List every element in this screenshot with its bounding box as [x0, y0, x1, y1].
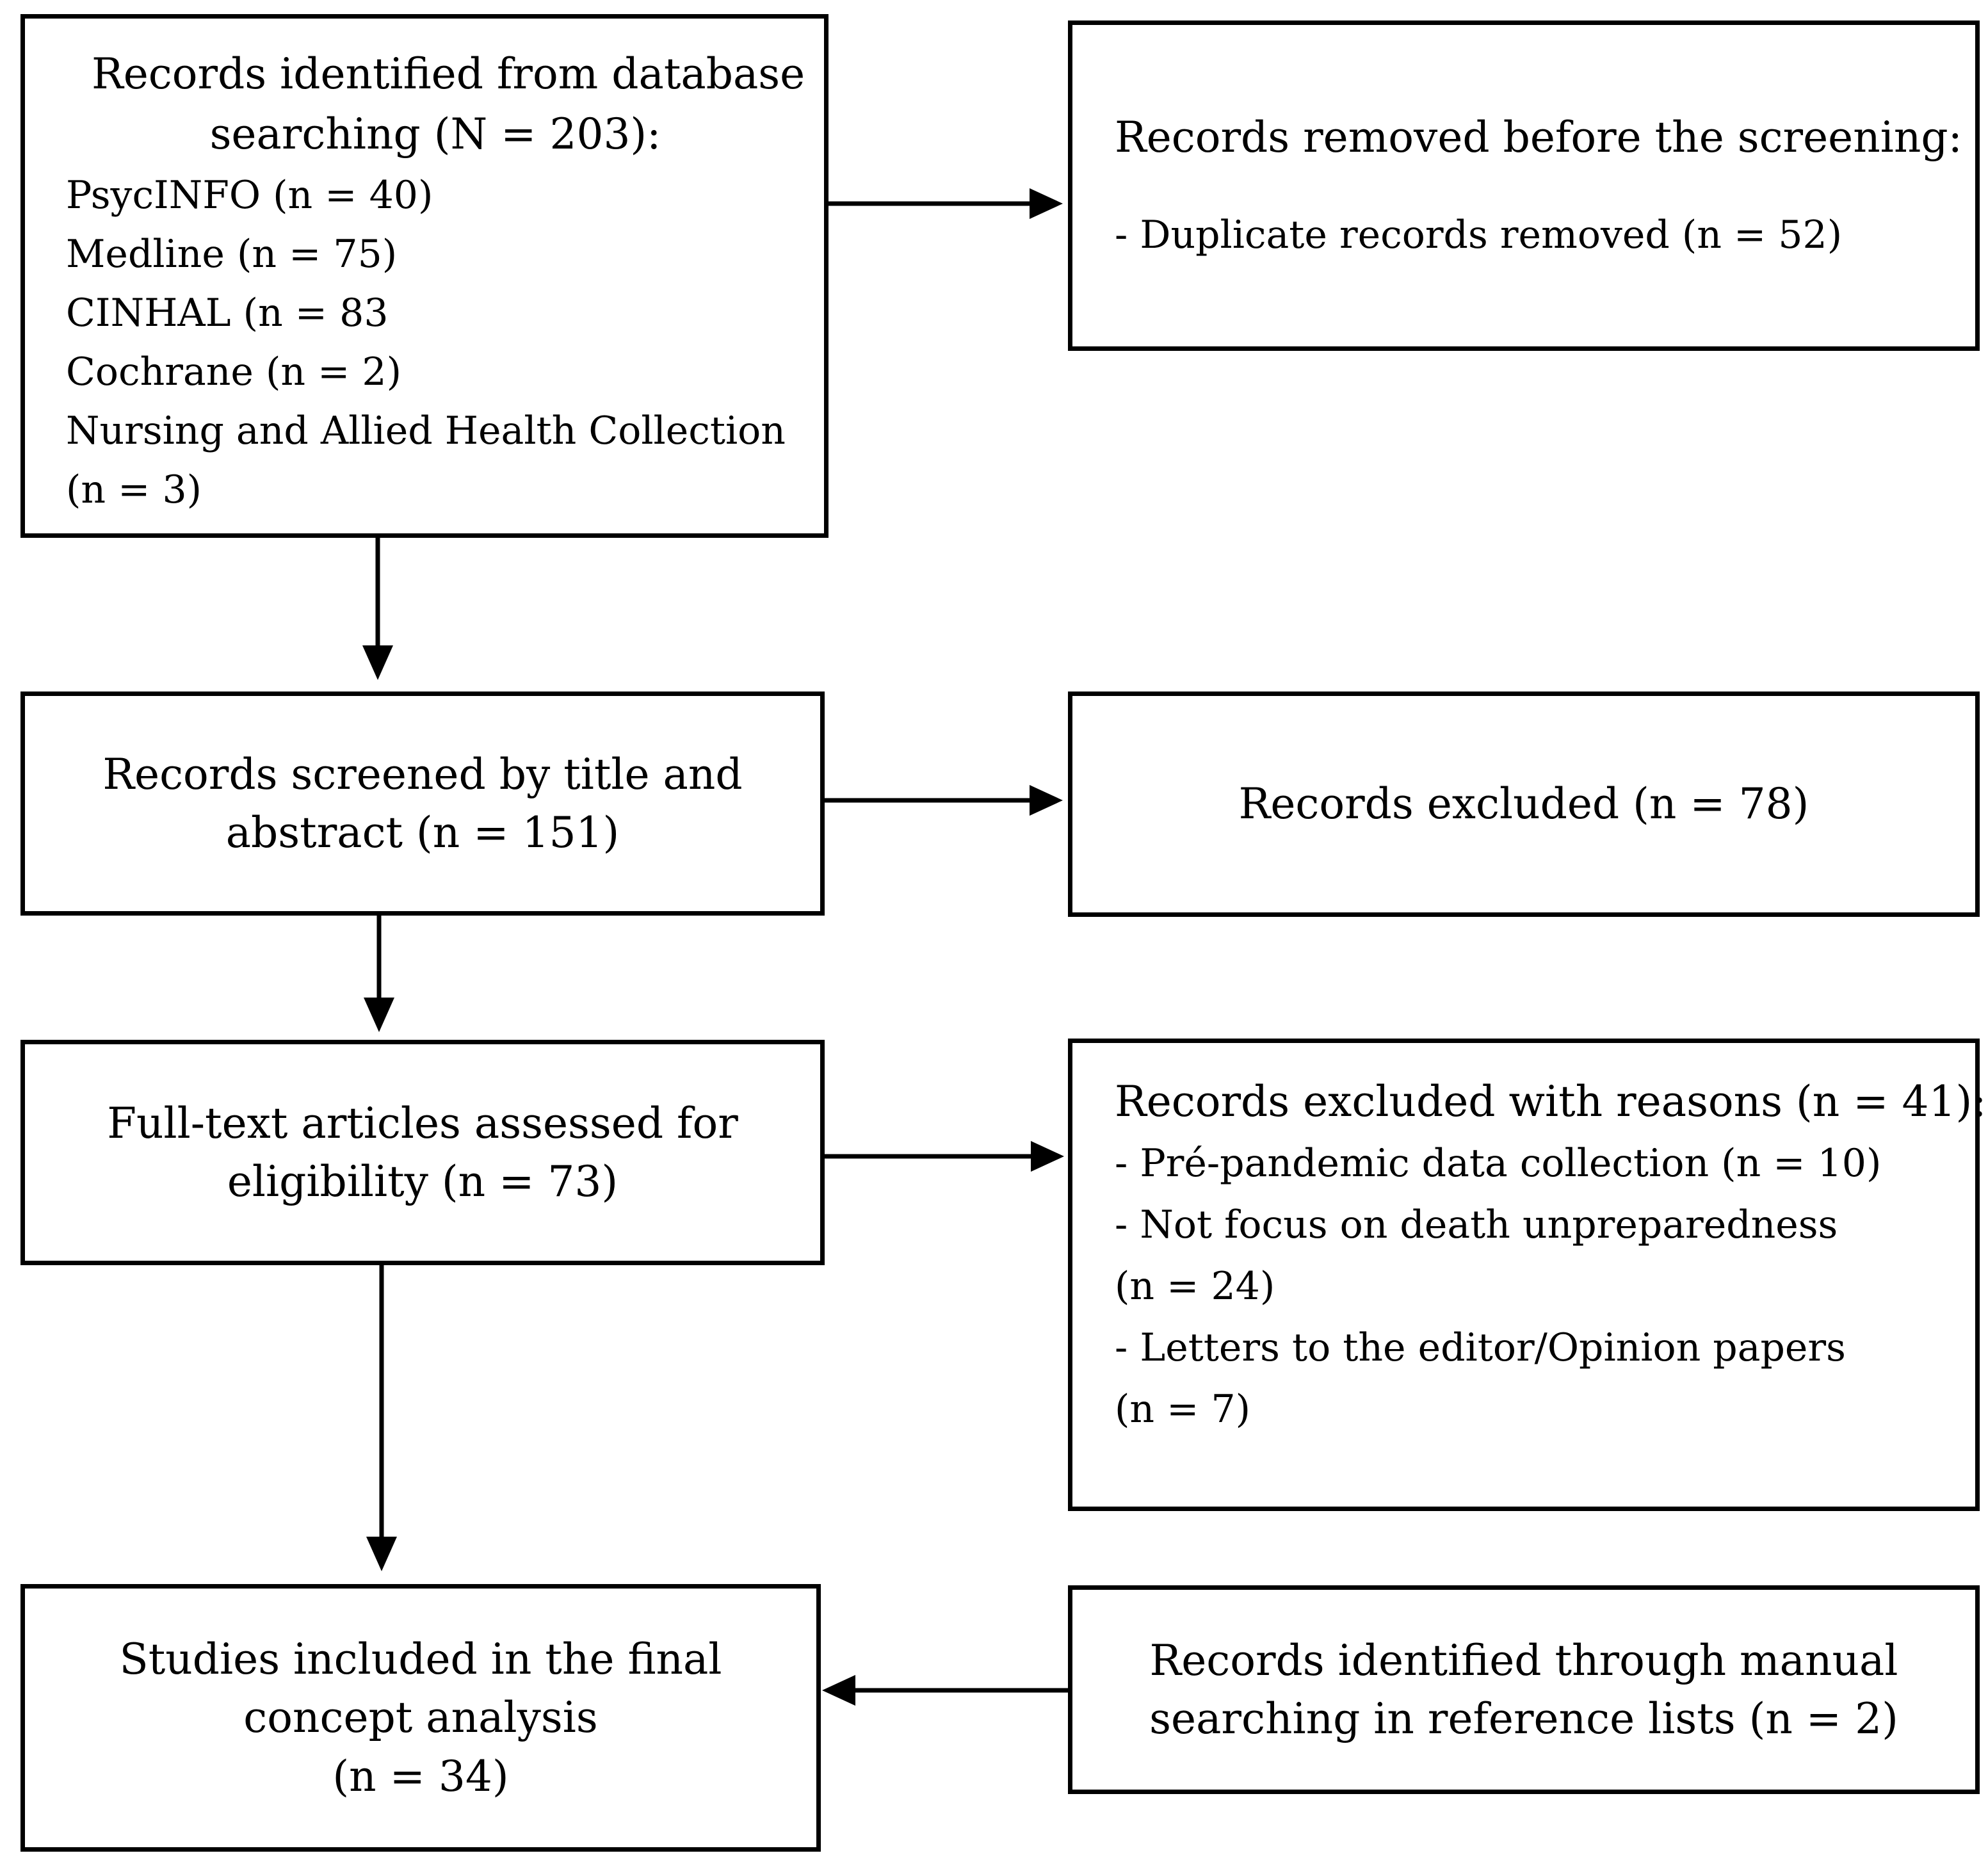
reason-item: - Letters to the editor/Opinion papers [1115, 1325, 1846, 1371]
arrow-fulltext-to-reasons [825, 1141, 1064, 1172]
records-identified-box: Records identified from database searchi… [20, 14, 828, 538]
arrow-screened-to-excluded [825, 785, 1063, 816]
manual-line-2: searching in reference lists (n = 2) [1149, 1694, 1898, 1743]
reason-item: - Not focus on death unpreparedness [1115, 1202, 1838, 1248]
manual-search-box: Records identified through manual search… [1068, 1585, 1980, 1794]
arrow-screened-to-fulltext [364, 916, 394, 1032]
screened-line-2: abstract (n = 151) [225, 808, 620, 857]
database-item: Medline (n = 75) [66, 231, 398, 277]
included-line-1: Studies included in the final [119, 1635, 722, 1685]
records-screened-box: Records screened by title and abstract (… [20, 691, 825, 916]
database-item: CINHAL (n = 83 [66, 290, 389, 336]
studies-included-box: Studies included in the final concept an… [20, 1584, 821, 1852]
arrow-identified-to-removed [828, 188, 1063, 219]
arrow-identified-to-screened [362, 538, 393, 680]
identified-title-line-1: Records identified from database [92, 49, 805, 99]
fulltext-line-2: eligibility (n = 73) [227, 1157, 618, 1206]
reason-item: - Pré-pandemic data collection (n = 10) [1115, 1141, 1882, 1186]
records-excluded-box: Records excluded (n = 78) [1068, 691, 1980, 917]
records-removed-box: Records removed before the screening: - … [1068, 20, 1980, 351]
removed-title: Records removed before the screening: [1115, 113, 1962, 162]
removed-item: - Duplicate records removed (n = 52) [1115, 213, 1843, 258]
included-line-3: (n = 34) [332, 1751, 509, 1801]
excluded-line-1: Records excluded (n = 78) [1238, 779, 1809, 829]
identified-title-line-2: searching (N = 203): [209, 109, 661, 159]
manual-line-1: Records identified through manual [1149, 1635, 1898, 1685]
fulltext-line-1: Full-text articles assessed for [107, 1098, 738, 1148]
reason-item: (n = 7) [1115, 1387, 1251, 1432]
reasons-title: Records excluded with reasons (n = 41): [1115, 1077, 1987, 1126]
included-line-2: concept analysis [243, 1693, 598, 1743]
reason-item: (n = 24) [1115, 1264, 1275, 1309]
excluded-with-reasons-box: Records excluded with reasons (n = 41): … [1068, 1039, 1987, 1511]
database-item: Nursing and Allied Health Collection [66, 408, 786, 453]
database-item: PsycINFO (n = 40) [66, 172, 433, 218]
database-item: Cochrane (n = 2) [66, 349, 402, 394]
arrow-manual-to-included [822, 1675, 1068, 1706]
screened-line-1: Records screened by title and [102, 749, 743, 799]
database-list: PsycINFO (n = 40) Medline (n = 75) CINHA… [66, 166, 786, 519]
arrow-fulltext-to-included [366, 1265, 397, 1571]
fulltext-assessed-box: Full-text articles assessed for eligibil… [20, 1040, 825, 1265]
database-item: (n = 3) [66, 467, 202, 512]
